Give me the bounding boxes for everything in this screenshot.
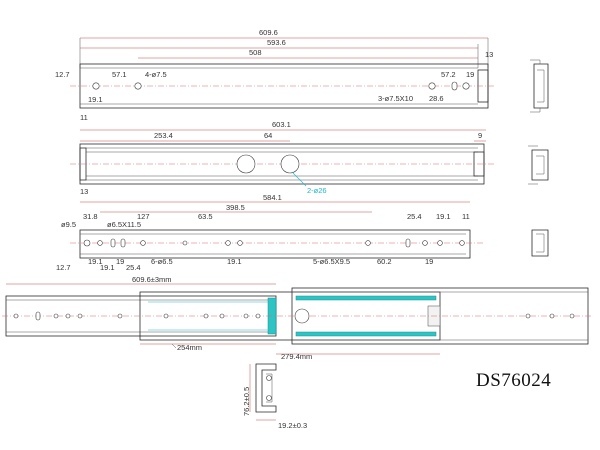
dim-left-bottom: 19.1 (88, 95, 103, 104)
hole (549, 313, 555, 319)
dim-offset-a: 31.8 (83, 212, 98, 221)
hole (117, 313, 123, 319)
hole (225, 240, 231, 246)
dim-height-mark: 13 (80, 187, 88, 196)
hole (237, 240, 243, 246)
view-inner-member: 584.1 398.5 31.8 127 63.5 ø6.5X11.5 ø9.5… (56, 193, 549, 272)
slot (110, 238, 116, 248)
dim-left-length: 253.4 (154, 131, 173, 140)
hole (140, 240, 146, 246)
dim-height-mark: 11 (80, 113, 88, 122)
hole (243, 313, 249, 319)
hole (437, 240, 443, 246)
slot (405, 238, 411, 248)
slot (35, 311, 41, 321)
hole (203, 313, 209, 319)
large-hole (294, 308, 310, 324)
dim-inner-length: 593.6 (267, 38, 286, 47)
hole (53, 313, 59, 319)
dim-b5: 19.1 (227, 257, 242, 266)
cross-section-profile (255, 363, 277, 413)
hole (134, 82, 142, 90)
dim-overall-length: 609.6 (259, 28, 278, 37)
dim-right-spacing: 19 (466, 70, 474, 79)
label-hole-callout: 6-ø6.5 (151, 257, 173, 266)
hole (255, 313, 261, 319)
dim-offset-c: 63.5 (198, 212, 213, 221)
dim-left-edge: 12.7 (56, 263, 71, 272)
view-cross-section: 76.2±0.5 19.2±0.3 (242, 363, 307, 430)
view-intermediate-member: 603.1 253.4 64 9 2-ø26 13 (70, 120, 549, 196)
dim-section-width: 19.2±0.3 (278, 421, 307, 430)
hole (77, 313, 83, 319)
dim-right-offset: 13 (485, 50, 493, 59)
hole (569, 313, 575, 319)
label-slot-callout: ø6.5X11.5 (107, 220, 141, 229)
view-outer-member: 609.6 593.6 508 13 12.7 57.1 4-ø7.5 19.1… (55, 28, 549, 122)
hole (365, 240, 371, 246)
model-code: DS76024 (476, 370, 551, 391)
end-profile-intermediate (531, 149, 549, 181)
dim-b3: 19 (116, 257, 124, 266)
hole (459, 240, 465, 246)
hole (92, 82, 100, 90)
hole (163, 313, 169, 319)
view-extended-assembly: 609.6±3mm 254 (2, 275, 592, 361)
hole (422, 240, 428, 246)
large-hole (280, 154, 300, 174)
dim-right-bottom: 28.6 (429, 94, 444, 103)
label-slot-callout: 3-ø7.5X10 (378, 94, 413, 103)
hole (83, 239, 91, 247)
end-profile-outer (533, 63, 549, 109)
dim-slide-length: 609.6±3mm (132, 275, 172, 284)
dim-overall-length: 603.1 (272, 120, 291, 129)
dim-right-a: 25.4 (407, 212, 422, 221)
dim-b6: 60.2 (377, 257, 392, 266)
hole (182, 240, 188, 246)
dim-travel-b: 279.4mm (281, 352, 312, 361)
slot (120, 238, 126, 248)
end-profile-inner (531, 229, 549, 257)
dim-right-offset: 9 (478, 131, 482, 140)
slot (451, 81, 458, 91)
dim-b1: 19.1 (88, 257, 103, 266)
dim-mid-length: 508 (249, 48, 262, 57)
hole (65, 313, 71, 319)
dim-right-c: 11 (462, 212, 470, 221)
label-hole-callout: 2-ø26 (307, 186, 327, 195)
dim-section-height: 76.2±0.5 (242, 387, 251, 416)
inner-rail-body (79, 229, 471, 259)
hole (525, 313, 531, 319)
dim-hole-spacing-right: 57.2 (441, 70, 456, 79)
dim-b2: 19.1 (100, 263, 115, 272)
dim-center-distance: 64 (264, 131, 272, 140)
dim-b4: 25.4 (126, 263, 141, 272)
label-hole-callout: 4-ø7.5 (145, 70, 167, 79)
large-hole (236, 154, 256, 174)
hole (97, 240, 103, 246)
label-slot-callout: 5-ø6.5X9.5 (313, 257, 350, 266)
hole (219, 313, 225, 319)
dim-hole-dia: ø9.5 (61, 220, 76, 229)
hole (428, 82, 436, 90)
dim-overall-length: 584.1 (263, 193, 282, 202)
dim-travel-a: 254mm (177, 343, 202, 352)
dim-hole-spacing-left: 57.1 (112, 70, 127, 79)
dim-right-b: 19.1 (436, 212, 451, 221)
dim-mid-length: 398.5 (226, 203, 245, 212)
dim-b7: 19 (425, 257, 433, 266)
dim-offset-b: 127 (137, 212, 150, 221)
dim-left-offset: 12.7 (55, 70, 70, 79)
hole (462, 82, 470, 90)
hole (13, 313, 19, 319)
